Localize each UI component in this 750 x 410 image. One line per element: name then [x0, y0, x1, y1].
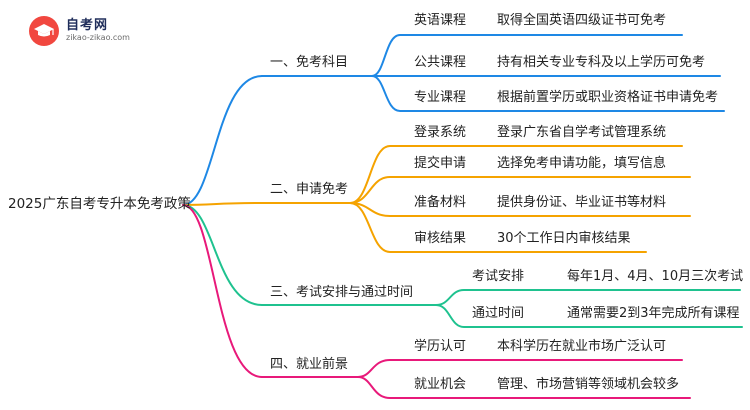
connector-branch-4-item-2: [357, 376, 487, 399]
branch-2-item-1-detail: 登录广东省自学考试管理系统: [497, 125, 667, 140]
branch-3-item-2-detail: 通常需要2到3年完成所有课程: [567, 306, 740, 321]
branch-1-item-2-title: 公共课程: [414, 55, 467, 70]
branch-2-item-2-detail: 选择免考申请功能，填写信息: [497, 156, 667, 171]
connector-branch-2-item-2: [349, 176, 487, 204]
connector-branch-2-item-1: [349, 145, 487, 204]
branch-1-item-3-detail: 根据前置学历或职业资格证书申请免考: [497, 90, 719, 105]
branch-4-label: 四、就业前景: [270, 357, 349, 372]
branch-3-label: 三、考试安排与通过时间: [270, 285, 414, 300]
connector-branch-1-item-3: [371, 75, 487, 112]
site-logo[interactable]: 自考网 zikao-zikao.com: [29, 14, 169, 54]
connector-branch-2-item-4: [349, 202, 487, 253]
branch-2-item-4-title: 审核结果: [414, 231, 467, 246]
branch-2-item-2-title: 提交申请: [414, 156, 467, 171]
branch-2-item-1-title: 登录系统: [414, 125, 467, 140]
branch-2-label: 二、申请免考: [270, 182, 349, 197]
branch-2-item-3-detail: 提供身份证、毕业证书等材料: [497, 195, 667, 210]
graduation-cap-icon: [29, 16, 59, 46]
branch-3-item-2-title: 通过时间: [472, 306, 525, 321]
connector-root-branch-3: [182, 204, 263, 306]
branch-1-item-1-detail: 取得全国英语四级证书可免考: [497, 13, 667, 28]
connector-root-branch-2: [182, 202, 263, 206]
branch-2-item-3-title: 准备材料: [414, 195, 467, 210]
connector-branch-3-item-2: [435, 304, 557, 328]
branch-4-item-2-title: 就业机会: [414, 377, 467, 392]
branch-4-item-2-detail: 管理、市场营销等领域机会较多: [497, 377, 680, 392]
connector-branch-3-item-1: [435, 289, 557, 306]
connector-root-branch-4: [182, 204, 263, 378]
connector-branch-4-item-1: [357, 359, 487, 378]
branch-1-item-3-title: 专业课程: [414, 90, 467, 105]
branch-1-item-2-detail: 持有相关专业专科及以上学历可免考: [497, 55, 706, 70]
root-topic: 2025广东自考专升本免考政策: [8, 196, 191, 212]
connector-branch-1-item-1: [371, 34, 487, 77]
branch-1-label: 一、免考科目: [270, 55, 349, 70]
branch-4-item-1-detail: 本科学历在就业市场广泛认可: [497, 339, 667, 354]
branch-4-item-1-title: 学历认可: [414, 339, 467, 354]
logo-title: 自考网: [66, 18, 109, 33]
logo-url: zikao-zikao.com: [66, 33, 130, 42]
branch-3-item-1-title: 考试安排: [472, 269, 525, 284]
branch-2-item-4-detail: 30个工作日内审核结果: [497, 231, 631, 246]
connector-root-branch-1: [182, 75, 263, 206]
branch-3-item-1-detail: 每年1月、4月、10月三次考试: [567, 269, 744, 284]
branch-1-item-1-title: 英语课程: [414, 13, 467, 28]
